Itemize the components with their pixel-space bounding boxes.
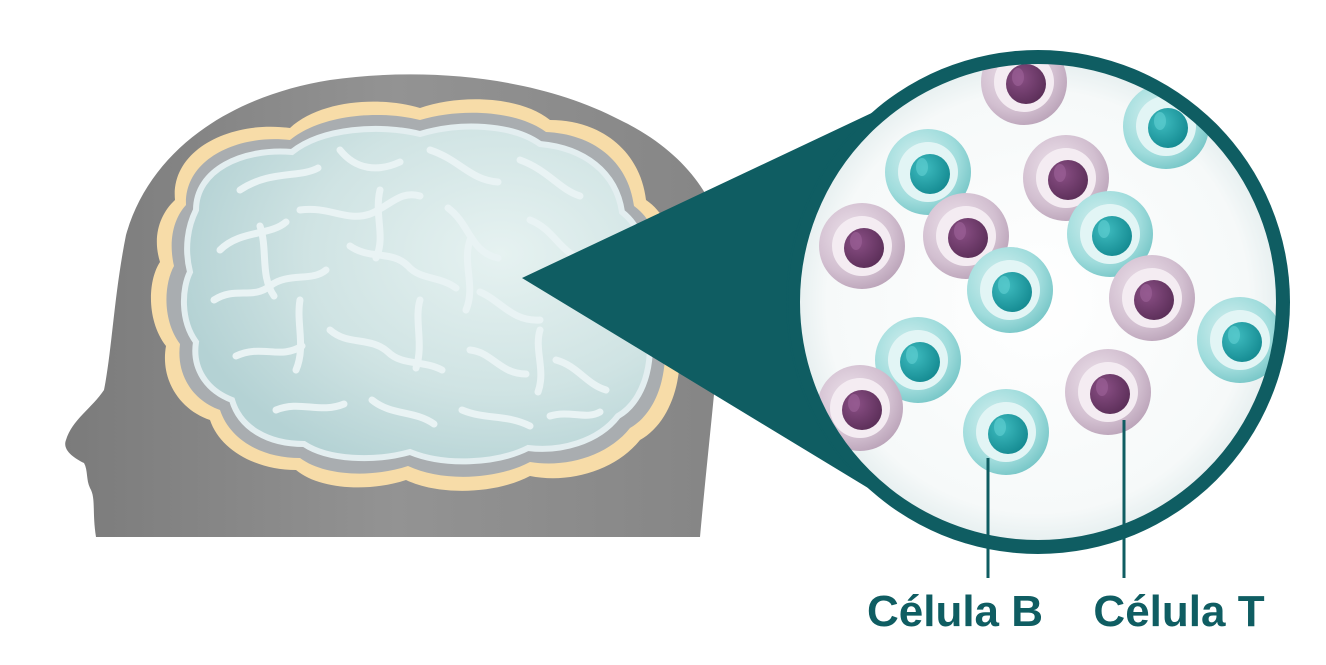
b-cell-icon <box>885 129 971 215</box>
t-cell-label: Célula T <box>1093 587 1264 636</box>
magnifier-cone <box>522 110 878 494</box>
magnifier-circle-icon <box>786 50 1290 554</box>
t-cell-icon <box>819 203 905 289</box>
b-cell-icon <box>1067 191 1153 277</box>
b-cell-icon <box>963 389 1049 475</box>
b-cell-icon <box>875 317 961 403</box>
b-cell-icon <box>1197 297 1282 383</box>
brain-icon <box>150 99 680 491</box>
t-cell-icon <box>1065 349 1151 435</box>
t-cell-icon <box>817 365 903 451</box>
t-cell-icon <box>1109 255 1195 341</box>
b-cell-label: Célula B <box>867 587 1043 636</box>
b-cell-icon <box>967 247 1053 333</box>
